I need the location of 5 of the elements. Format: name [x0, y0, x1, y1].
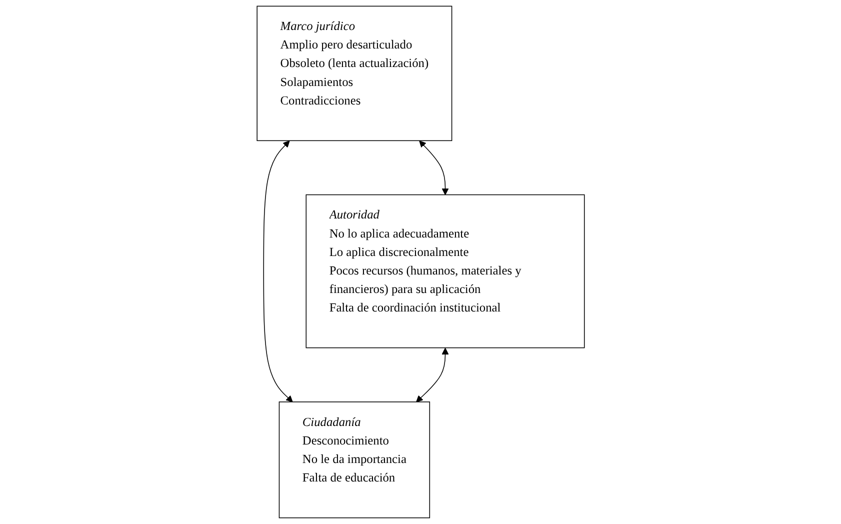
- arrow: [416, 348, 448, 402]
- node-box: Ciudadanía Desconocimiento No le da importancia Falta de educación: [278, 402, 430, 518]
- node-box: Marco jurídico Amplio pero desarticulado Obsoleto (lenta actualización) Solapamientos Contradicciones: [256, 6, 452, 142]
- arrow: [263, 140, 293, 402]
- arrow: [418, 140, 448, 196]
